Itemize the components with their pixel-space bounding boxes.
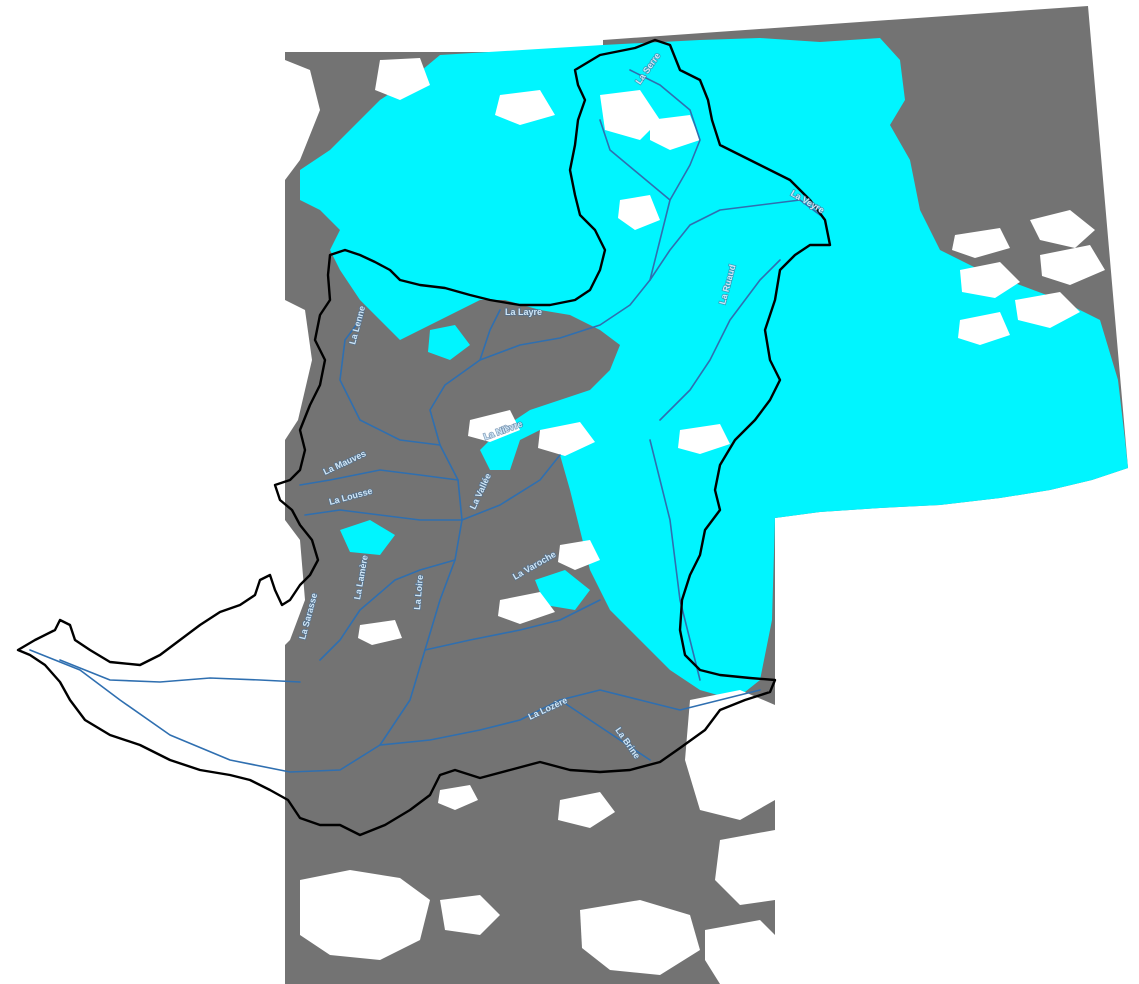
cloud-north-3 (600, 90, 660, 140)
cloud-bottom-left (300, 870, 430, 960)
cloud-north-4 (650, 115, 700, 150)
river-label: La Layre (505, 307, 542, 317)
river-central-east (461, 454, 561, 521)
cloud-west-edge (285, 60, 320, 180)
snow-cover-layer (300, 38, 1128, 700)
watershed-boundary-layer (16, 38, 832, 837)
cloud-east-1 (952, 228, 1010, 258)
snow-patch-central (575, 410, 660, 510)
cloud-central-6 (558, 540, 600, 570)
river-south-1 (424, 599, 601, 651)
river-north-branch (629, 69, 701, 281)
cloud-central-4 (498, 592, 555, 624)
cloud-southeast-1 (685, 690, 775, 820)
river-far-west (59, 659, 301, 683)
river-west-4 (319, 559, 456, 661)
river-south-2 (379, 689, 761, 746)
river-label: La Loire (412, 574, 425, 610)
cloud-bottom-mid (440, 895, 500, 935)
cloud-east-6 (958, 312, 1010, 345)
snow-patch-north (300, 38, 1128, 700)
river-network (29, 69, 821, 773)
river-west-1 (339, 319, 441, 446)
river-east-branch (659, 259, 781, 421)
cloud-east-5 (1015, 292, 1080, 328)
cloud-west-low (285, 520, 305, 645)
cloud-east-4 (1040, 245, 1105, 285)
cloud-south-1 (438, 785, 478, 810)
cloud-bottom-far-right (705, 920, 775, 984)
cloud-south-2 (558, 792, 615, 828)
cloud-east-2 (960, 262, 1020, 298)
cloud-north-1 (375, 58, 430, 100)
watershed-boundary (16, 38, 832, 837)
river-north-west (479, 309, 501, 361)
cloud-north-5 (618, 195, 660, 230)
river-east-lower (649, 439, 701, 681)
snow-patch-small-3 (428, 325, 470, 360)
cloud-layer (285, 58, 1105, 984)
river-west-3 (304, 509, 463, 521)
cloud-southeast-2 (715, 830, 775, 905)
cloud-bottom-right (580, 900, 700, 975)
cloud-central-5 (358, 620, 402, 645)
snow-patch-small-1 (340, 520, 395, 555)
river-north-branch-2 (599, 119, 671, 201)
river-south-3 (559, 699, 651, 761)
cloud-west-mid (285, 300, 312, 440)
cloud-east-3 (1030, 210, 1095, 248)
cloud-north-2 (495, 90, 555, 125)
river-west-2 (299, 469, 459, 486)
cloud-central-3 (678, 424, 730, 454)
snow-patch-small-2 (535, 570, 590, 610)
cloud-central-1 (468, 410, 520, 442)
cloud-central-2 (538, 422, 595, 456)
